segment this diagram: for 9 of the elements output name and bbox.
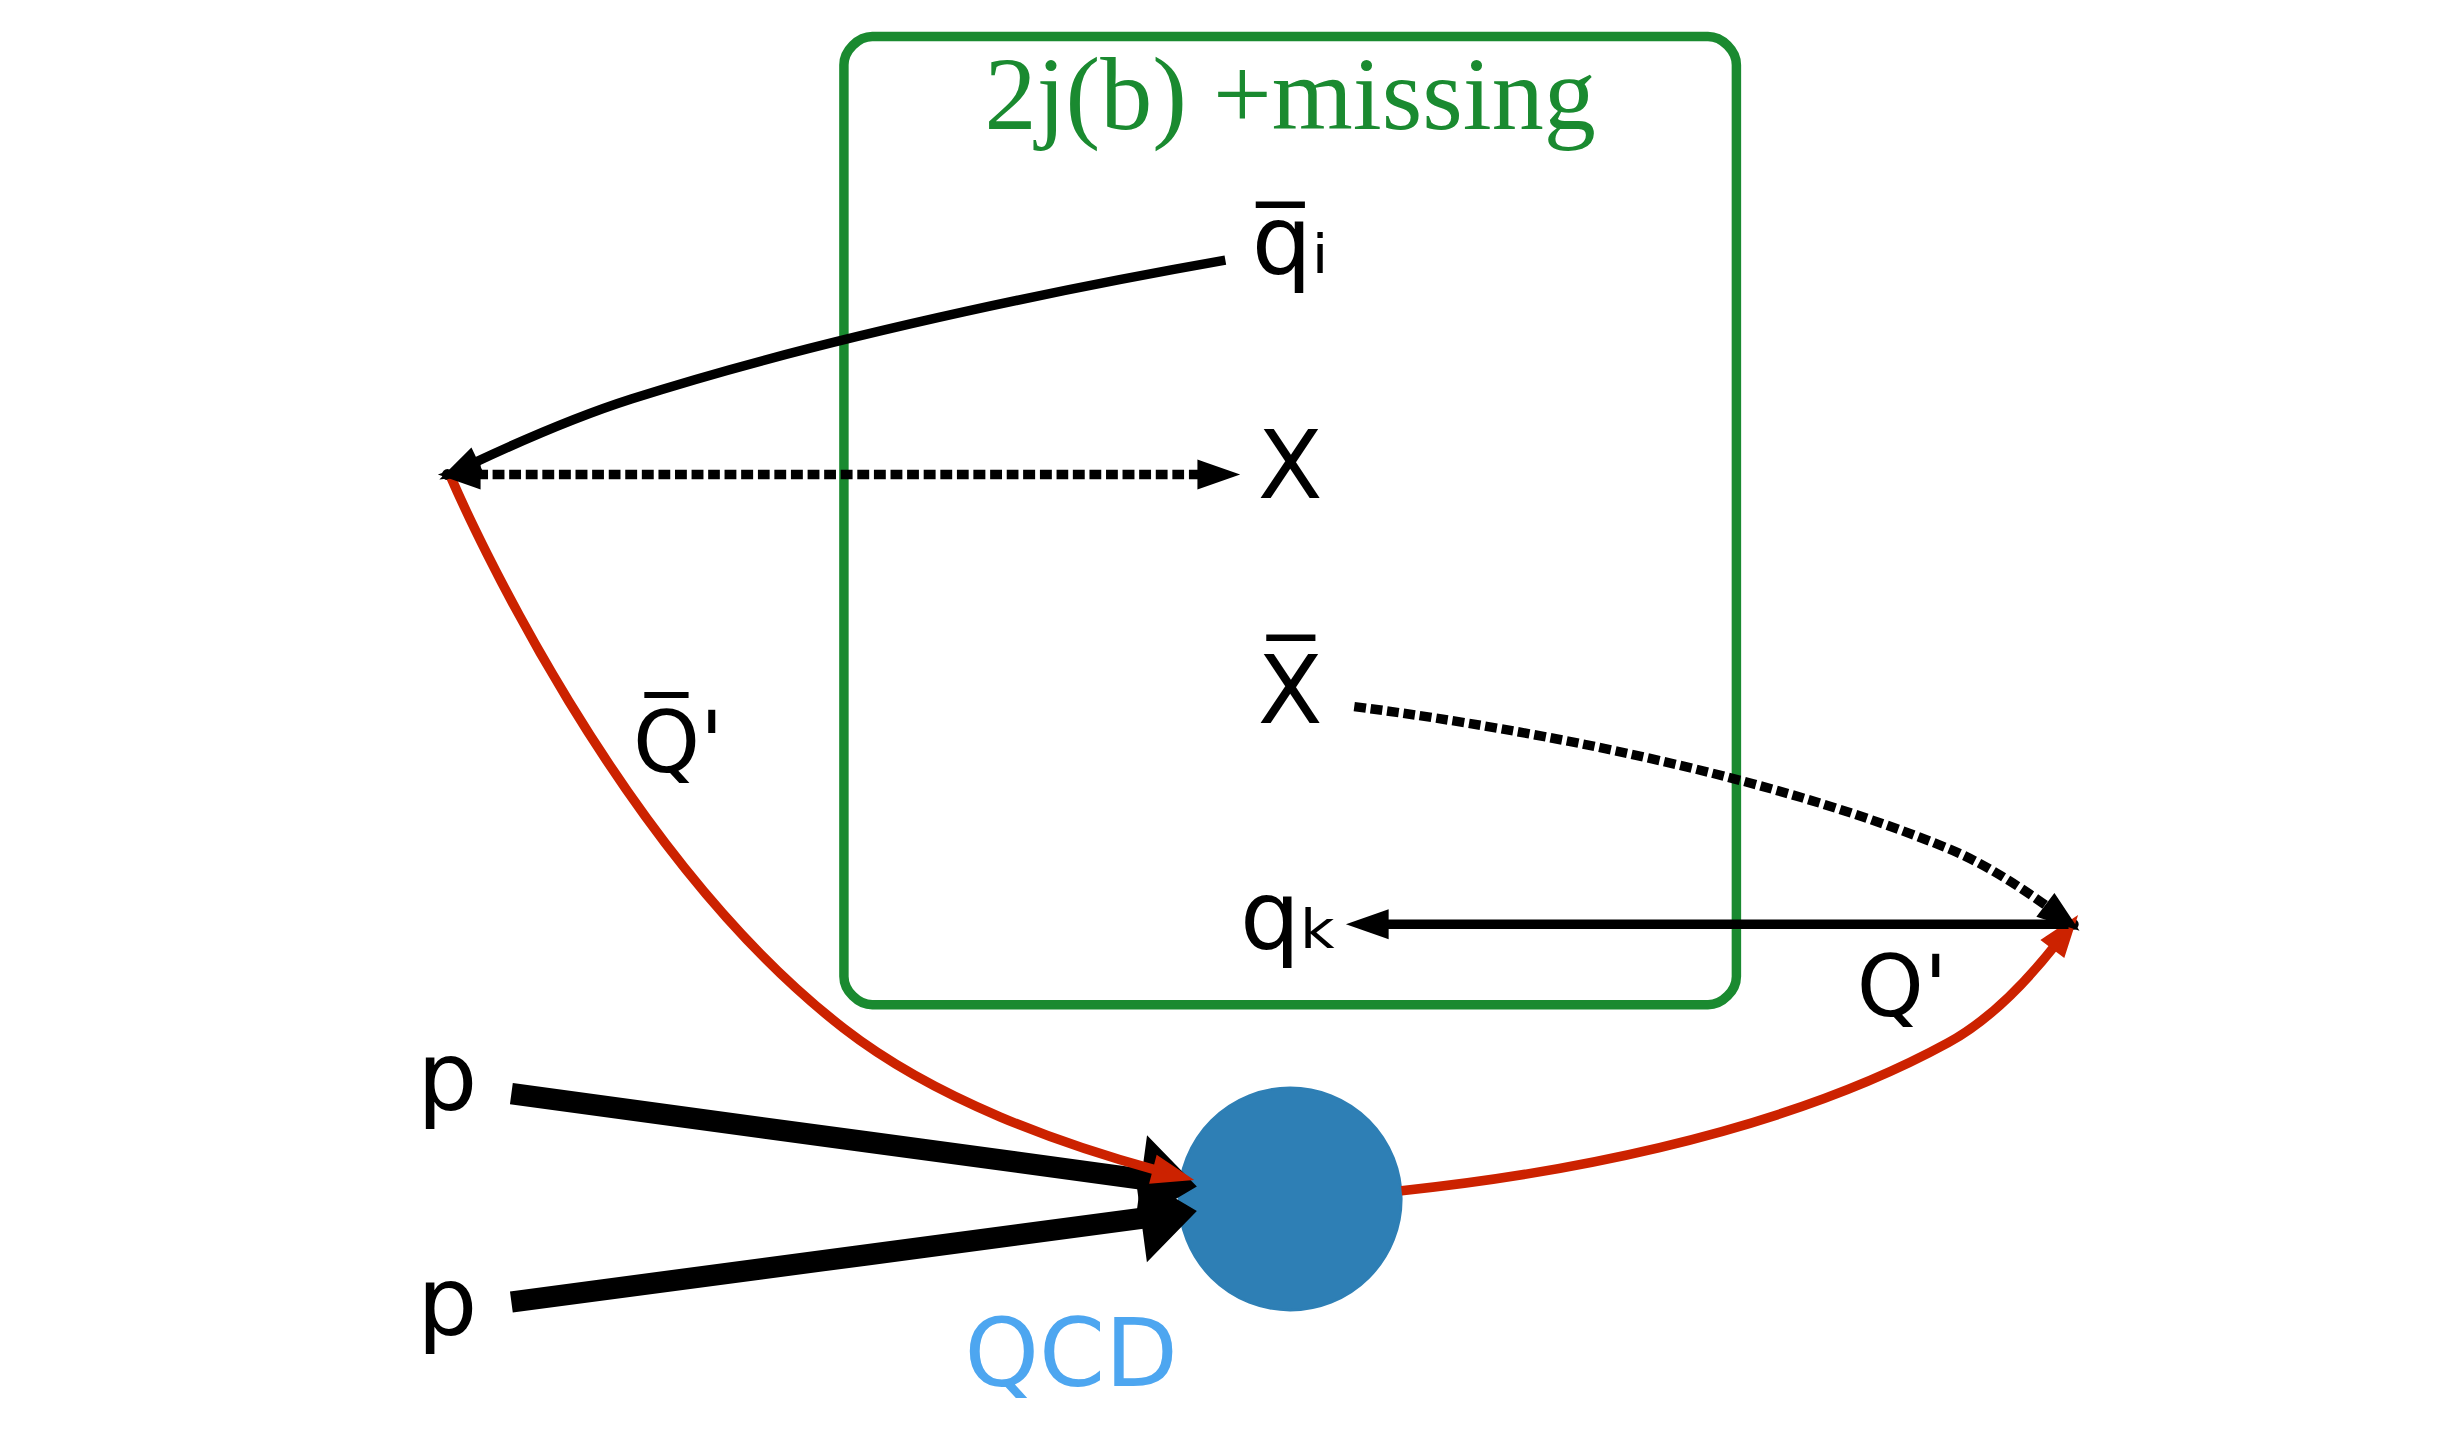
node-label: QCD: [964, 1297, 1178, 1408]
edge-label: Q̅': [632, 693, 724, 793]
node-text: q̅ᵢ: [1251, 185, 1329, 296]
node-text: p: [417, 1020, 478, 1131]
node-text: p: [417, 1245, 478, 1356]
node-text: qₖ: [1239, 860, 1341, 970]
node-text: X̅: [1257, 635, 1323, 746]
node-text: X: [1257, 410, 1323, 521]
edge-label: Q': [1856, 937, 1948, 1037]
